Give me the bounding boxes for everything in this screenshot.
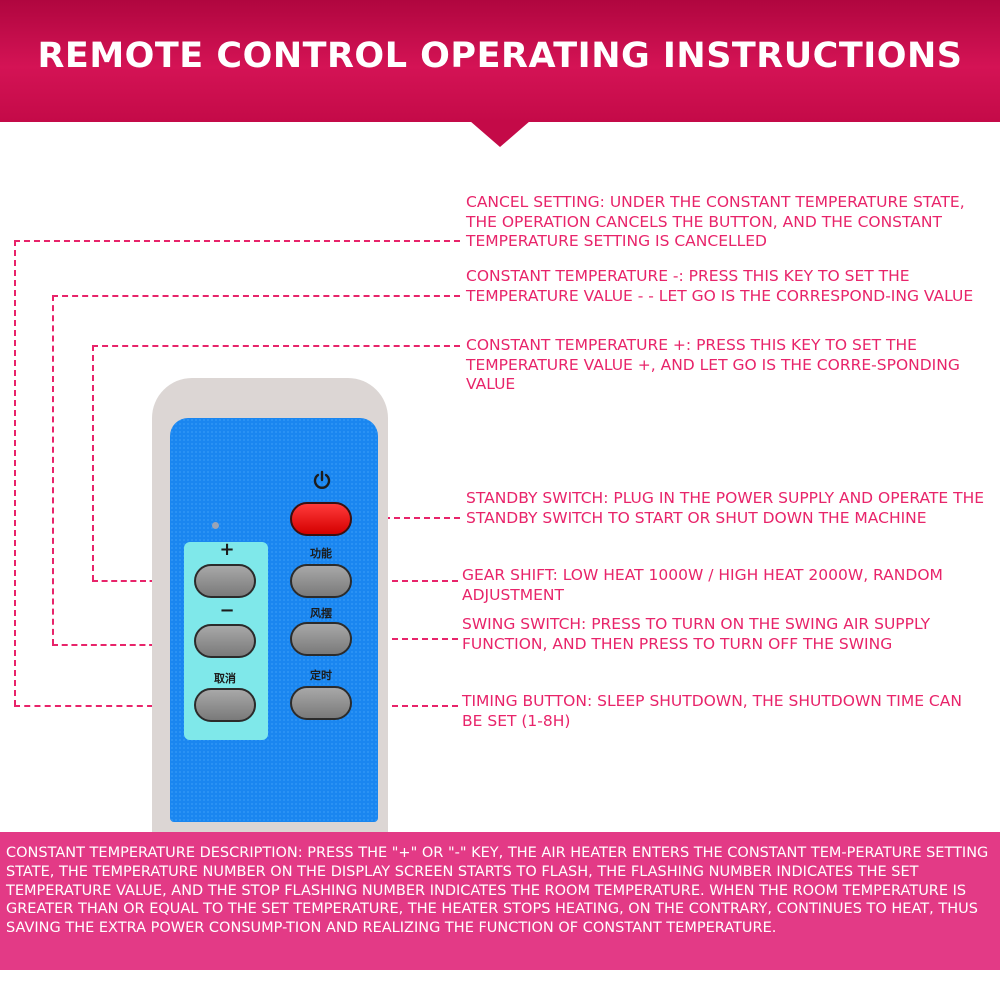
header-notch [470,121,530,147]
cancel-label: 取消 [214,672,236,685]
constant-temperature-description: CONSTANT TEMPERATURE DESCRIPTION: PRESS … [6,845,989,937]
callout-gear: GEAR SHIFT: LOW HEAT 1000W / HIGH HEAT 2… [462,566,943,604]
leader-swing [352,638,458,640]
timer-button[interactable] [290,686,352,720]
temp-minus-button[interactable] [194,624,256,658]
timer-label: 定时 [310,669,332,682]
temp-plus-button[interactable] [194,564,256,598]
leader-minus-vertical [52,295,54,645]
footer-banner [0,832,1000,970]
page-title: REMOTE CONTROL OPERATING INSTRUCTIONS [37,36,963,76]
remote-face [170,418,378,822]
function-label: 功能 [310,547,332,560]
leader-cancel-top [14,240,460,242]
callout-standby: STANDBY SWITCH: PLUG IN THE POWER SUPPLY… [466,489,985,527]
minus-symbol: − [219,600,235,621]
swing-label: 风摆 [310,607,332,620]
callout-timing: TIMING BUTTON: SLEEP SHUTDOWN, THE SHUTD… [462,692,962,730]
leader-standby [354,517,460,519]
leader-minus-top [52,295,460,297]
plus-symbol: + [219,539,235,560]
cancel-button[interactable] [194,688,256,722]
callout-temp-plus: CONSTANT TEMPERATURE +: PRESS THIS KEY T… [466,336,960,393]
callout-cancel: CANCEL SETTING: UNDER THE CONSTANT TEMPE… [466,193,965,250]
leader-plus-bottom [92,580,194,582]
gear-shift-button[interactable] [290,564,352,598]
callout-temp-minus: CONSTANT TEMPERATURE -: PRESS THIS KEY T… [466,267,974,305]
power-icon [313,470,331,489]
swing-button[interactable] [290,622,352,656]
leader-gear [352,580,458,582]
leader-timing [352,705,458,707]
leader-cancel-vertical [14,240,16,706]
leader-minus-bottom [52,644,194,646]
leader-cancel-bottom [14,705,194,707]
header-banner [0,0,1000,122]
standby-button[interactable] [290,502,352,536]
indicator-led [212,522,219,529]
leader-plus-vertical [92,345,94,581]
leader-plus-top [92,345,460,347]
callout-swing: SWING SWITCH: PRESS TO TURN ON THE SWING… [462,615,931,653]
